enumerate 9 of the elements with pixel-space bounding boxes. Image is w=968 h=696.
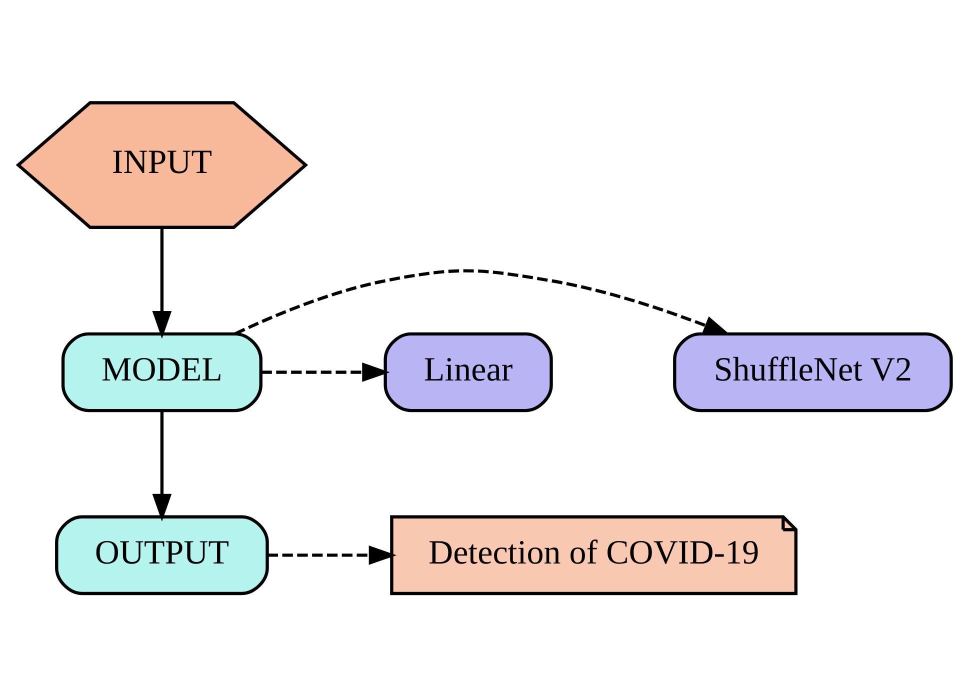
- node-box: ShuffleNet V2: [672, 332, 952, 412]
- node-box: Linear: [383, 332, 552, 412]
- node-box: MODEL: [60, 332, 262, 412]
- node-box: OUTPUT: [54, 515, 268, 596]
- arrow: [266, 546, 396, 565]
- arrow: [260, 362, 390, 382]
- arrow: [152, 411, 172, 522]
- arrow: [152, 228, 172, 339]
- arrow: [234, 269, 730, 336]
